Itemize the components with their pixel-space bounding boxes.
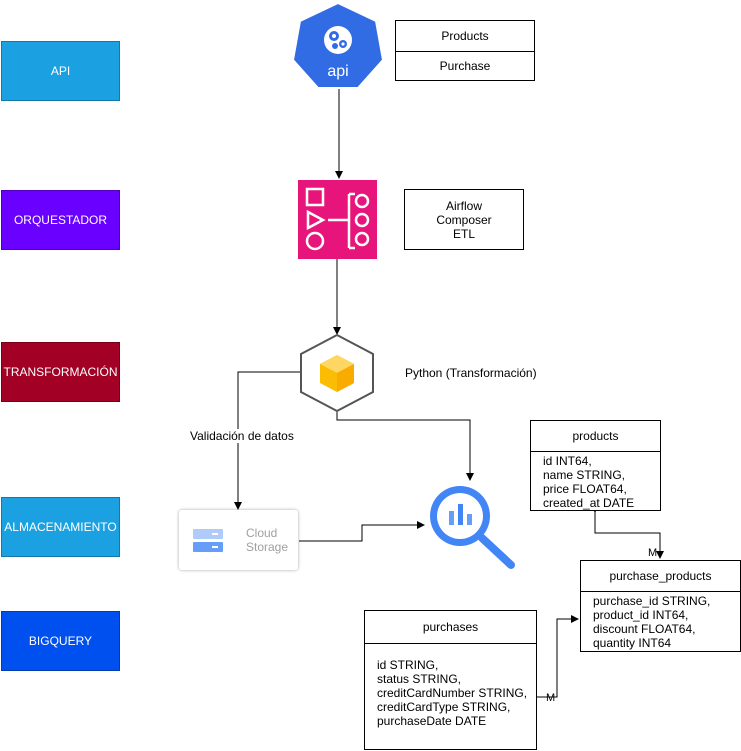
api-resources-box: Products Purchase	[395, 20, 535, 81]
field: id INT64,	[543, 454, 592, 468]
arrow-storage-to-bigquery	[299, 521, 425, 542]
cloud-storage-label-line1: Cloud	[246, 526, 278, 540]
field: created_at DATE	[543, 496, 635, 510]
field: creditCardNumber STRING,	[377, 686, 528, 700]
table-products-title: products	[531, 421, 660, 452]
bigquery-icon	[430, 486, 515, 569]
field: product_id INT64,	[593, 608, 689, 622]
workflow-orchestrator-icon	[298, 180, 377, 259]
relation-products-purchase-products	[591, 505, 664, 559]
lane-api: API	[1, 41, 120, 101]
field: name STRING,	[543, 468, 626, 482]
lane-label: BIGQUERY	[28, 634, 93, 648]
table-purchase-products-title: purchase_products	[581, 561, 740, 592]
relation-m-label-products: M	[648, 547, 657, 559]
field: price FLOAT64,	[543, 482, 627, 496]
field: discount FLOAT64,	[593, 622, 696, 636]
table-purchases: purchases id STRING, status STRING, cred…	[364, 610, 537, 750]
python-transform-icon	[300, 333, 374, 413]
field: purchase_id STRING,	[593, 594, 711, 608]
validation-label: Validación de datos	[190, 429, 294, 443]
cloud-storage-icon	[193, 529, 223, 552]
python-transform-label: Python (Transformación)	[405, 366, 537, 380]
lane-bigquery: BIGQUERY	[1, 611, 120, 671]
lane-transformacion: TRANSFORMACIÓN	[1, 342, 120, 402]
lane-orquestador: ORQUESTADOR	[1, 190, 120, 250]
lane-label: TRANSFORMACIÓN	[3, 365, 118, 379]
lane-almacenamiento: ALMACENAMIENTO	[1, 497, 120, 557]
api-icon: api	[292, 1, 384, 89]
field: id STRING,	[377, 658, 439, 672]
arrow-python-to-bigquery	[336, 412, 474, 481]
lane-label: API	[50, 64, 71, 78]
orchestrator-line-airflow: Airflow	[445, 198, 482, 213]
orchestrator-line-etl: ETL	[452, 226, 475, 241]
api-icon-label: api	[327, 63, 348, 80]
resource-purchase: Purchase	[396, 50, 534, 82]
orchestrator-description: Airflow Composer ETL	[404, 189, 524, 250]
cloud-storage-label-line2: Storage	[246, 540, 289, 554]
relation-m-label-purchases: M	[546, 692, 555, 704]
field: creditCardType STRING,	[377, 700, 511, 714]
arrow-python-to-storage	[234, 371, 300, 510]
relation-purchases-purchase-products	[530, 615, 579, 701]
orchestrator-line-composer: Composer	[436, 212, 492, 227]
table-purchase-products: purchase_products purchase_id STRING, pr…	[580, 560, 741, 652]
cloud-storage-card: Cloud Storage	[179, 510, 298, 570]
lane-label: ORQUESTADOR	[13, 213, 108, 227]
field: purchaseDate DATE	[377, 714, 487, 728]
table-products: products id INT64, name STRING, price FL…	[530, 420, 661, 511]
lane-label: ALMACENAMIENTO	[4, 520, 117, 534]
field: quantity INT64	[593, 636, 672, 650]
table-purchases-title: purchases	[365, 611, 536, 644]
resource-products: Products	[441, 28, 489, 43]
field: status STRING,	[377, 672, 462, 686]
